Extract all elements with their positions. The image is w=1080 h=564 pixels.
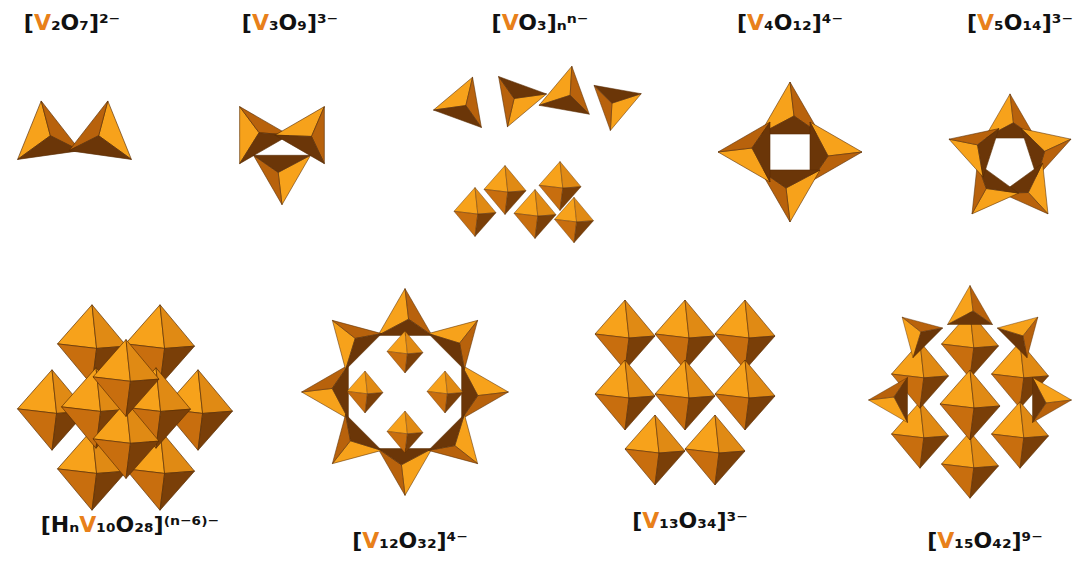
formula-label: [V₄O₁₂]⁴⁻ (737, 10, 843, 36)
tetrahedron (1033, 378, 1072, 423)
vanadium-symbol: V (747, 10, 764, 35)
octahedron (595, 360, 655, 430)
tetrahedron (869, 378, 908, 423)
tetrahedron (941, 115, 999, 177)
tetrahedron (314, 414, 381, 481)
tetrahedron (428, 302, 495, 369)
formula-label: [VO₃]ₙⁿ⁻ (492, 10, 589, 36)
formula-label: [V₂O₇]²⁻ (24, 10, 120, 36)
octahedron (427, 371, 463, 413)
tetrahedron (433, 69, 496, 128)
tetrahedron (948, 286, 993, 325)
tetrahedron (587, 85, 641, 134)
octahedron (940, 370, 1000, 440)
tetrahedron (887, 302, 942, 357)
vanadium-symbol: V (642, 508, 659, 533)
vanadium-symbol: V (502, 10, 519, 35)
cyclo-pentavanadate-figure (941, 94, 1079, 229)
tetrahedron (378, 449, 432, 496)
formula-label: [V₃O₉]³⁻ (242, 10, 338, 36)
octahedron (387, 411, 423, 453)
metavanadate-chain-figure (433, 62, 641, 243)
vanadium-symbol: V (34, 10, 51, 35)
tetrahedron (462, 365, 509, 419)
formula-label: [V₁₅O₄₂]⁹⁻ (927, 528, 1043, 554)
tetrahedron (378, 289, 432, 336)
dodecavanadate-figure (302, 289, 509, 496)
octahedron (655, 300, 715, 370)
tetrahedron (539, 62, 597, 114)
vanadium-symbol: V (977, 10, 994, 35)
vanadium-symbol: V (252, 10, 269, 35)
tetrahedron (483, 77, 546, 136)
octahedron (715, 300, 775, 370)
formula-label: [V₅O₁₄]³⁻ (967, 10, 1073, 36)
tetrahedron (215, 92, 289, 163)
octahedron (595, 300, 655, 370)
formula-label: [V₁₂O₃₂]⁴⁻ (352, 528, 468, 554)
octahedron (387, 331, 423, 373)
octahedron (93, 340, 159, 417)
tetrahedron (302, 365, 349, 419)
octahedron (347, 371, 383, 413)
formula-label: [HₙV₁₀O₂₈]⁽ⁿ⁻⁶⁾⁻ (41, 512, 219, 538)
pentadecavanadate-figure (869, 286, 1072, 499)
tetrahedron (254, 155, 311, 204)
tetrahedron (428, 414, 495, 481)
divanadate-figure (10, 97, 139, 160)
tridecavanadate-figure (595, 300, 775, 485)
vanadium-symbol: V (937, 528, 954, 553)
tetrahedron (69, 97, 139, 160)
octahedron (655, 360, 715, 430)
formula-label: [V₁₃O₃₄]³⁻ (632, 508, 748, 534)
tetrahedron (1021, 115, 1079, 177)
tetrahedron (997, 302, 1052, 357)
vanadium-symbol: V (362, 528, 379, 553)
tetrahedron (951, 163, 1018, 229)
octahedron (942, 432, 999, 499)
tetrahedron (718, 122, 770, 182)
decavanadate-figure (18, 305, 233, 511)
octahedron (555, 197, 594, 243)
octahedron (685, 415, 745, 485)
octahedron (625, 415, 685, 485)
vanadium-symbol: V (79, 512, 96, 537)
cyclo-trivanadate-figure (215, 92, 349, 204)
octahedron (715, 360, 775, 430)
tetrahedron (275, 92, 349, 163)
cyclo-tetravanadate-figure (718, 82, 862, 222)
tetrahedron (314, 302, 381, 369)
